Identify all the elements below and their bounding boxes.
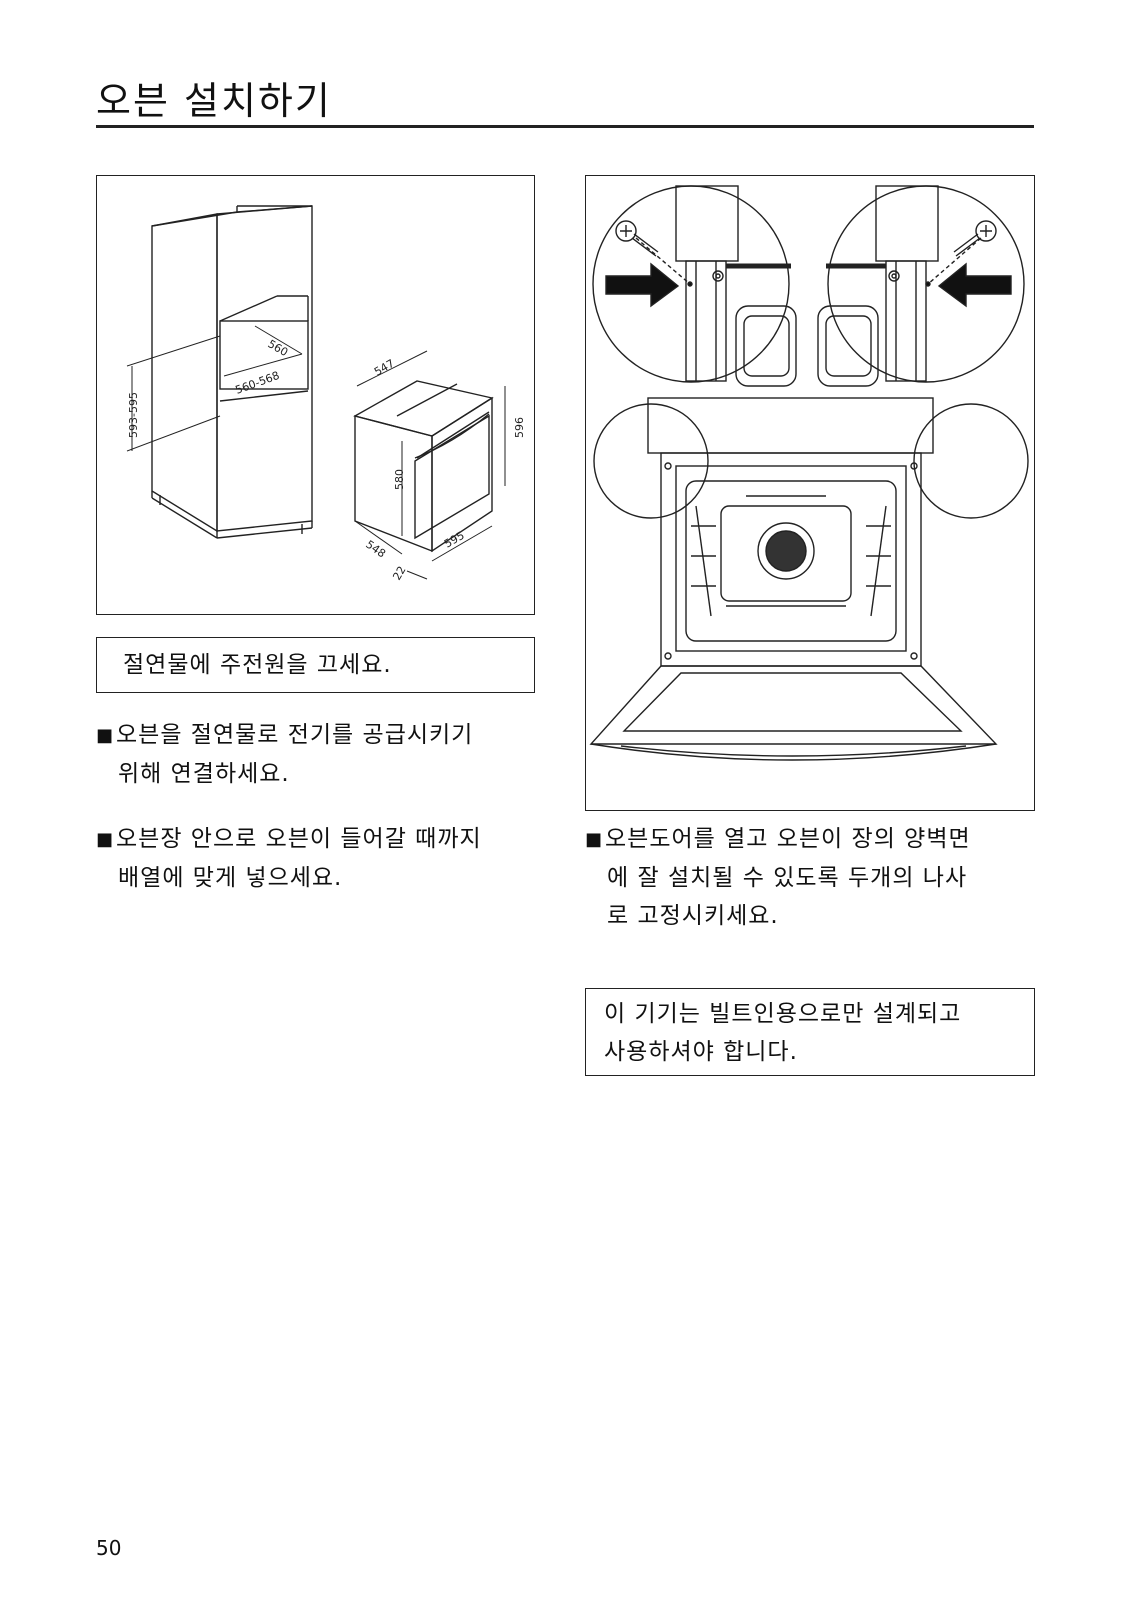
- front-height-label: 580: [393, 469, 406, 490]
- bullet-square-icon: ■: [96, 829, 115, 850]
- instruction-1-line2: 위해 연결하세요.: [118, 761, 290, 787]
- insulation-note-box: 절연물에 주전원을 끄세요.: [96, 637, 535, 693]
- width-label: 595: [442, 529, 467, 551]
- oven-drawing: [353, 380, 494, 553]
- magnifier-right: [817, 185, 1025, 387]
- magnifier-left: [592, 185, 797, 387]
- instruction-2-line1: 오븐장 안으로 오븐이 들어갈 때까지: [116, 826, 482, 852]
- bullet-square-icon: ■: [585, 829, 604, 850]
- instruction-item-2: ■오븐장 안으로 오븐이 들어갈 때까지 배열에 맞게 넣으세요.: [96, 820, 546, 897]
- builtin-note-line2: 사용하셔야 합니다.: [604, 1039, 798, 1065]
- page-title: 오븐 설치하기: [96, 79, 332, 123]
- instruction-3-line2: 에 잘 설치될 수 있도록 두개의 나사: [607, 865, 968, 891]
- cab-depth-label: 560: [266, 337, 291, 359]
- page-number: 50: [96, 1536, 122, 1560]
- instruction-1-line1: 오븐을 절연물로 전기를 공급시키기: [116, 722, 474, 748]
- insulation-note-text: 절연물에 주전원을 끄세요.: [123, 652, 392, 678]
- oven-front-drawing: [589, 397, 1029, 761]
- height-label: 596: [513, 417, 526, 438]
- instruction-item-1: ■오븐을 절연물로 전기를 공급시키기 위해 연결하세요.: [96, 716, 546, 793]
- top-depth-label: 547: [372, 357, 397, 379]
- builtin-note-box: 이 기기는 빌트인용으로만 설계되고 사용하셔야 합니다.: [585, 988, 1035, 1076]
- oven-screw-figure: [585, 175, 1035, 811]
- thickness-label: 22: [390, 564, 408, 583]
- instruction-2-line2: 배열에 맞게 넣으세요.: [118, 865, 343, 891]
- cabinet-drawing: [151, 205, 313, 539]
- builtin-note-line1: 이 기기는 빌트인용으로만 설계되고: [604, 1001, 962, 1027]
- instruction-3-line1: 오븐도어를 열고 오븐이 장의 양벽면: [605, 826, 971, 852]
- instruction-item-3: ■오븐도어를 열고 오븐이 장의 양벽면 에 잘 설치될 수 있도록 두개의 나…: [585, 820, 1035, 935]
- cabinet-dimension-figure: 593-595 560 560-568 547 596 580 548 595 …: [96, 175, 535, 615]
- cab-width-label: 560-568: [234, 369, 282, 397]
- bullet-square-icon: ■: [96, 725, 115, 746]
- instruction-3-line3: 로 고정시키세요.: [607, 903, 779, 929]
- title-divider: [96, 125, 1034, 128]
- cab-height-label: 593-595: [127, 392, 140, 438]
